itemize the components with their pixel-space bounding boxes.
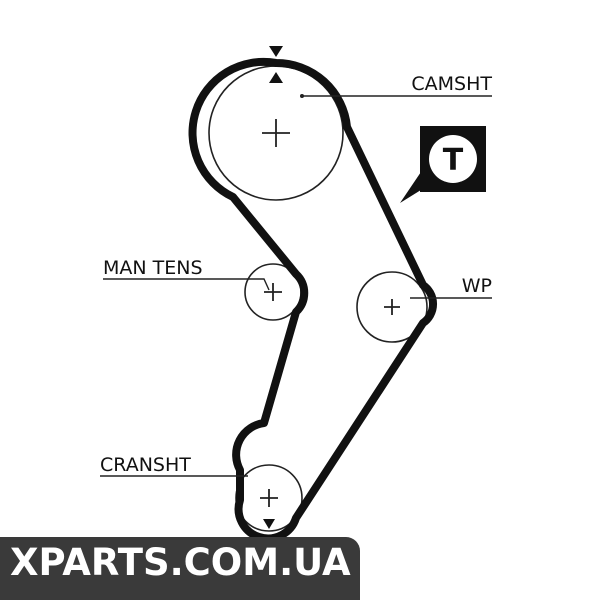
crankshaft-label: CRANSHT <box>100 454 191 476</box>
tensioner-badge-letter: T <box>443 143 464 178</box>
camshaft-pulley <box>208 65 344 201</box>
camshaft-label: CAMSHT <box>411 73 492 95</box>
watermark-band <box>0 537 360 600</box>
tensioner-badge: T <box>400 126 486 203</box>
watermark-text: XPARTS.COM.UA <box>10 541 351 584</box>
manual-tensioner-leader-line <box>103 278 270 291</box>
timing-belt <box>188 57 438 543</box>
manual-tensioner-label: MAN TENS <box>103 257 203 279</box>
camshaft-outer-timing-mark <box>269 46 283 57</box>
camshaft-inner-timing-mark <box>269 72 283 83</box>
water-pump-pulley <box>356 271 428 343</box>
water-pump-label: WP <box>462 275 492 297</box>
crankshaft-timing-mark <box>263 519 275 529</box>
